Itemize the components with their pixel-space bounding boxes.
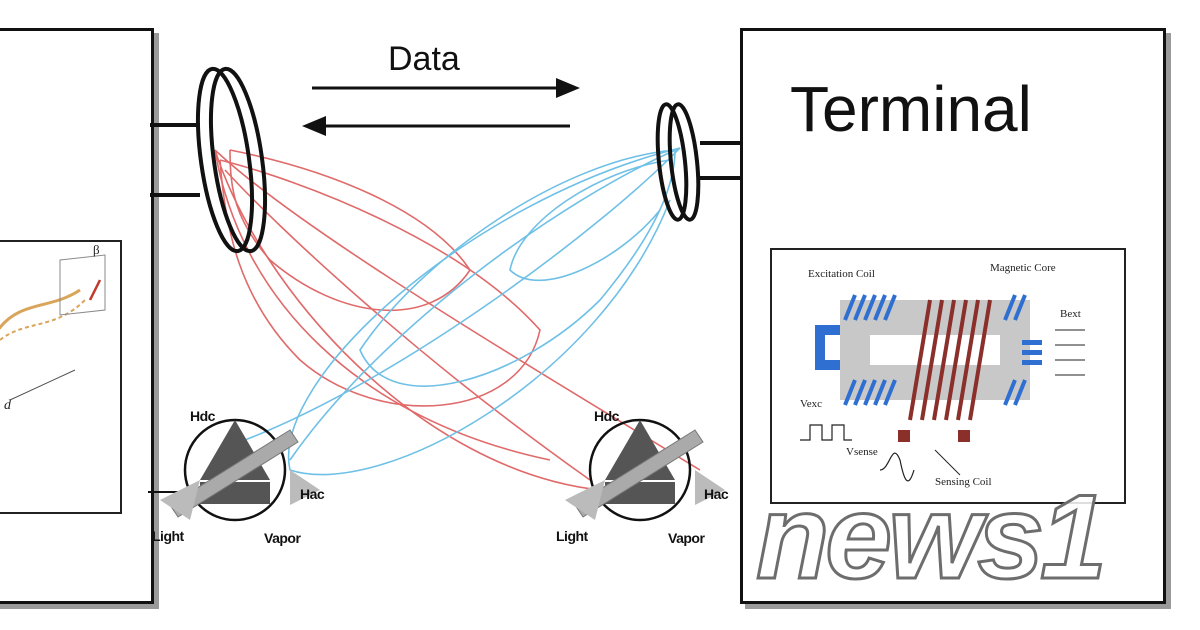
fluxgate-drawing: [800, 294, 1085, 482]
distance-label: d: [4, 398, 11, 413]
left-vapor-label: Vapor: [264, 530, 301, 546]
left-sensor-symbol: [148, 418, 320, 522]
right-loop-antenna: [655, 102, 740, 222]
field-lines-blue: [244, 147, 681, 476]
v-exc-label: Vexc: [800, 398, 822, 410]
right-light-label: Light: [556, 528, 588, 544]
left-light-label: Light: [152, 528, 184, 544]
excitation-coil-label: Excitation Coil: [808, 268, 875, 280]
data-arrows: [302, 78, 580, 136]
v-sense-label: Vsense: [846, 446, 878, 458]
right-sensor-symbol: [565, 418, 725, 522]
left-inset-drawing: [0, 254, 106, 401]
data-label: Data: [388, 40, 460, 78]
right-vapor-label: Vapor: [668, 530, 705, 546]
left-hdc-label: Hdc: [190, 408, 215, 424]
magnetic-core-label: Magnetic Core: [990, 262, 1056, 274]
news1-watermark: news1: [755, 469, 1109, 606]
right-hac-label: Hac: [704, 486, 729, 502]
beta-label: β: [93, 242, 100, 257]
terminal-title: Terminal: [790, 73, 1032, 145]
left-hac-label: Hac: [300, 486, 325, 502]
b-ext-label: Bext: [1060, 308, 1081, 320]
sensing-coil-label: Sensing Coil: [935, 476, 992, 488]
right-hdc-label: Hdc: [594, 408, 619, 424]
left-loop-antenna: [150, 66, 267, 254]
